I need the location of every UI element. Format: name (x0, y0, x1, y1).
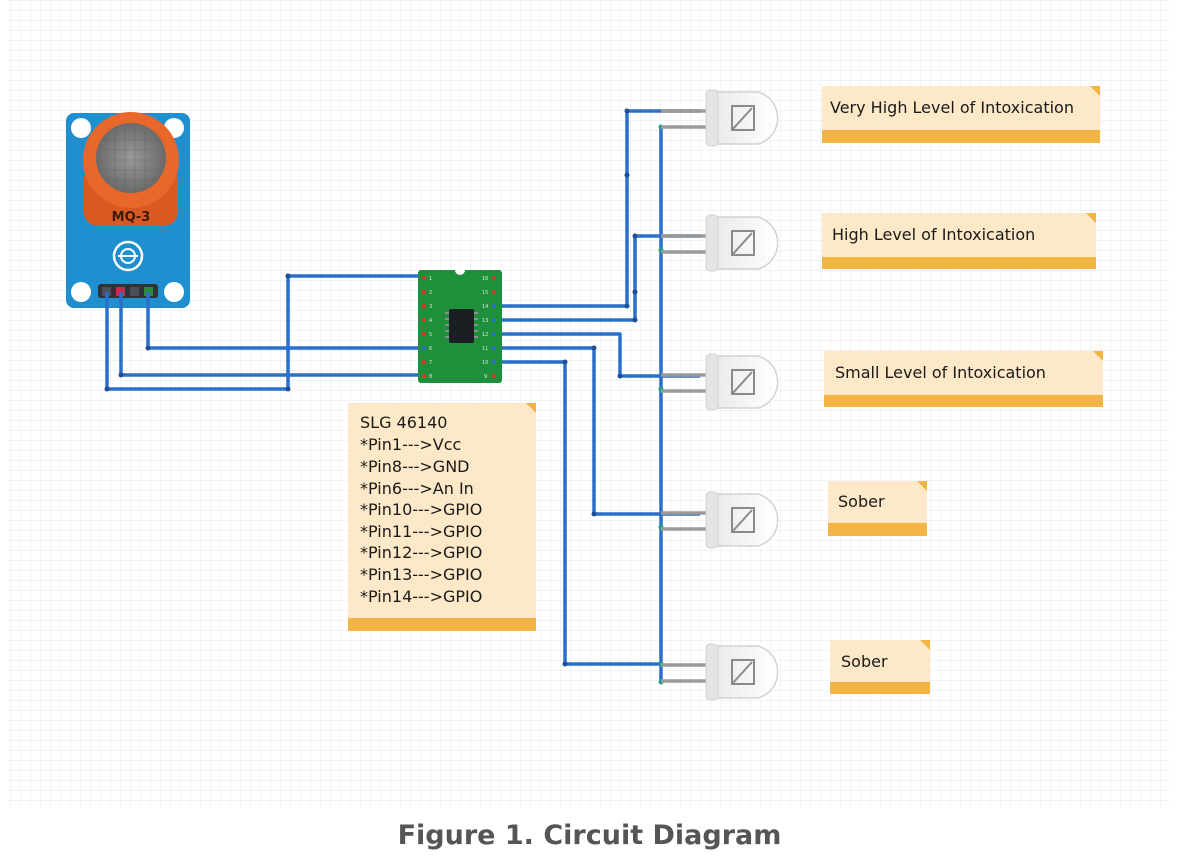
chip-ic (449, 309, 474, 343)
sensor-pin[interactable] (130, 287, 139, 296)
chip-pin-dot (422, 374, 426, 378)
chip-pin-label: 12 (482, 332, 488, 338)
chip-pins-left: 1 2 3 4 5 6 7 8 (422, 276, 432, 380)
chip-pin-label: 3 (429, 304, 432, 310)
wire-joints (104, 108, 638, 667)
sensor-mesh (96, 123, 166, 193)
pin-note-line: *Pin10--->GPIO (360, 500, 482, 519)
led-icon (711, 216, 779, 270)
chip-notch (455, 270, 465, 275)
chip-pin-label: 8 (429, 374, 432, 380)
led-1[interactable] (661, 89, 779, 147)
chip-pins-right: 16 15 14 13 12 11 10 9 (482, 276, 496, 380)
sensor-label: MQ-3 (112, 210, 151, 225)
led-icon (711, 91, 779, 145)
pin-note-line: *Pin13--->GPIO (360, 565, 482, 584)
chip-pin-label: 11 (482, 346, 488, 352)
led-icon (711, 645, 779, 699)
note-very-high[interactable]: Very High Level of Intoxication (822, 86, 1100, 143)
chip-pin-dot (492, 276, 496, 280)
chip-pin-dot (422, 332, 426, 336)
mq3-sensor-module[interactable]: MQ-3 (66, 112, 190, 308)
pin-note-line: *Pin1--->Vcc (360, 435, 461, 454)
chip-pin-label: 1 (429, 276, 432, 282)
chip-pin-dot (492, 374, 496, 378)
chip-pin-dot (422, 360, 426, 364)
chip-pin-label: 10 (482, 360, 488, 366)
chip-pin-dot (492, 346, 496, 350)
wire (489, 332, 700, 378)
chip-pin-dot (492, 360, 496, 364)
pin-note-line: SLG 46140 (360, 413, 447, 432)
circuit-canvas: MQ-3 (8, 0, 1170, 806)
chip-pin-label: 7 (429, 360, 432, 366)
chip-pin-dot (492, 332, 496, 336)
chip-pin-label: 16 (482, 276, 488, 282)
chip-pin-dot (422, 290, 426, 294)
sensor-pin[interactable] (144, 287, 153, 296)
led-4[interactable] (661, 491, 779, 549)
mount-hole-icon (71, 282, 91, 302)
wire (489, 346, 700, 516)
chip-pin-label: 5 (429, 332, 432, 338)
chip-pin-label: 13 (482, 318, 488, 324)
chip-pin-label: 14 (482, 304, 488, 310)
chip-pin-dot (422, 346, 426, 350)
note-text: Very High Level of Intoxication (830, 98, 1074, 117)
led-icon (711, 493, 779, 547)
wire (489, 360, 661, 666)
note-text: Sober (838, 492, 885, 511)
pin-note-line: *Pin12--->GPIO (360, 543, 482, 562)
note-text: Sober (841, 652, 888, 671)
chip-pin-dot (492, 304, 496, 308)
pin-note-line: *Pin14--->GPIO (360, 587, 482, 606)
pin-note[interactable]: SLG 46140 *Pin1--->Vcc *Pin8--->GND *Pin… (348, 403, 536, 631)
note-small[interactable]: Small Level of Intoxication (824, 351, 1103, 407)
note-text: Small Level of Intoxication (835, 363, 1046, 382)
chip-pin-label: 2 (429, 290, 432, 296)
note-sober-2[interactable]: Sober (830, 640, 930, 694)
chip-pin-dot (422, 304, 426, 308)
pin-note-line: *Pin8--->GND (360, 457, 469, 476)
logo-icon (112, 240, 144, 272)
chip-pin-dot (422, 318, 426, 322)
slg46140-chip-module[interactable]: 1 2 3 4 5 6 7 8 16 15 14 13 12 11 10 9 (418, 270, 502, 383)
mount-hole-icon (71, 118, 91, 138)
chip-pin-label: 4 (429, 318, 432, 324)
chip-pin-label: 9 (484, 374, 487, 380)
chip-pin-dot (492, 318, 496, 322)
chip-pin-dot (492, 290, 496, 294)
pin-note-line: *Pin6--->An In (360, 479, 474, 498)
note-sober-1[interactable]: Sober (828, 481, 927, 536)
pin-note-line: *Pin11--->GPIO (360, 522, 482, 541)
chip-pin-label: 15 (482, 290, 488, 296)
pin-header (98, 284, 158, 298)
mount-hole-icon (164, 282, 184, 302)
led-5[interactable] (661, 643, 779, 701)
note-high[interactable]: High Level of Intoxication (822, 213, 1096, 269)
sensor-pin[interactable] (102, 287, 111, 296)
note-text: High Level of Intoxication (832, 225, 1035, 244)
led-3[interactable] (661, 353, 779, 411)
led-2[interactable] (661, 214, 779, 272)
figure-caption: Figure 1. Circuit Diagram (397, 820, 782, 851)
chip-pin-label: 6 (429, 346, 432, 352)
led-icon (711, 355, 779, 409)
sensor-pin[interactable] (116, 287, 125, 296)
chip-pin-dot (422, 276, 426, 280)
